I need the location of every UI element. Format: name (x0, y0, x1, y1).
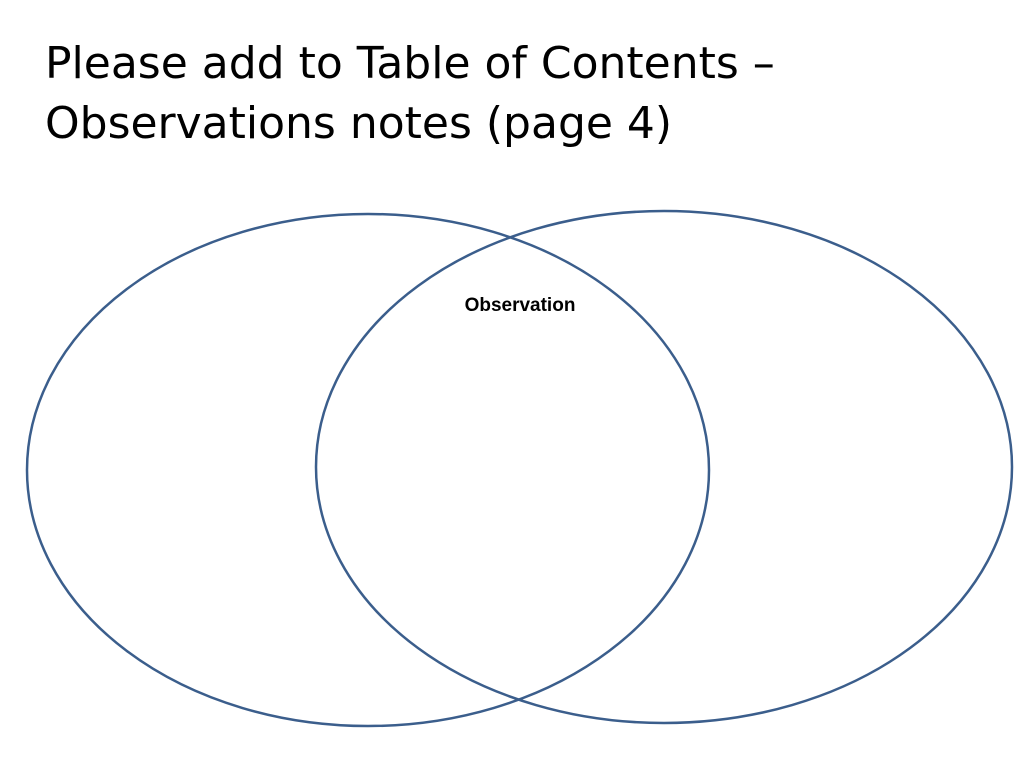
slide-title: Please add to Table of Contents – Observ… (45, 34, 985, 154)
slide-title-line-1: Please add to Table of Contents – (45, 38, 775, 89)
venn-overlap-label: Observation (465, 295, 576, 316)
slide-title-line-2: Observations notes (page 4) (45, 98, 673, 149)
venn-left-circle (25, 212, 711, 728)
venn-right-circle (314, 209, 1014, 725)
